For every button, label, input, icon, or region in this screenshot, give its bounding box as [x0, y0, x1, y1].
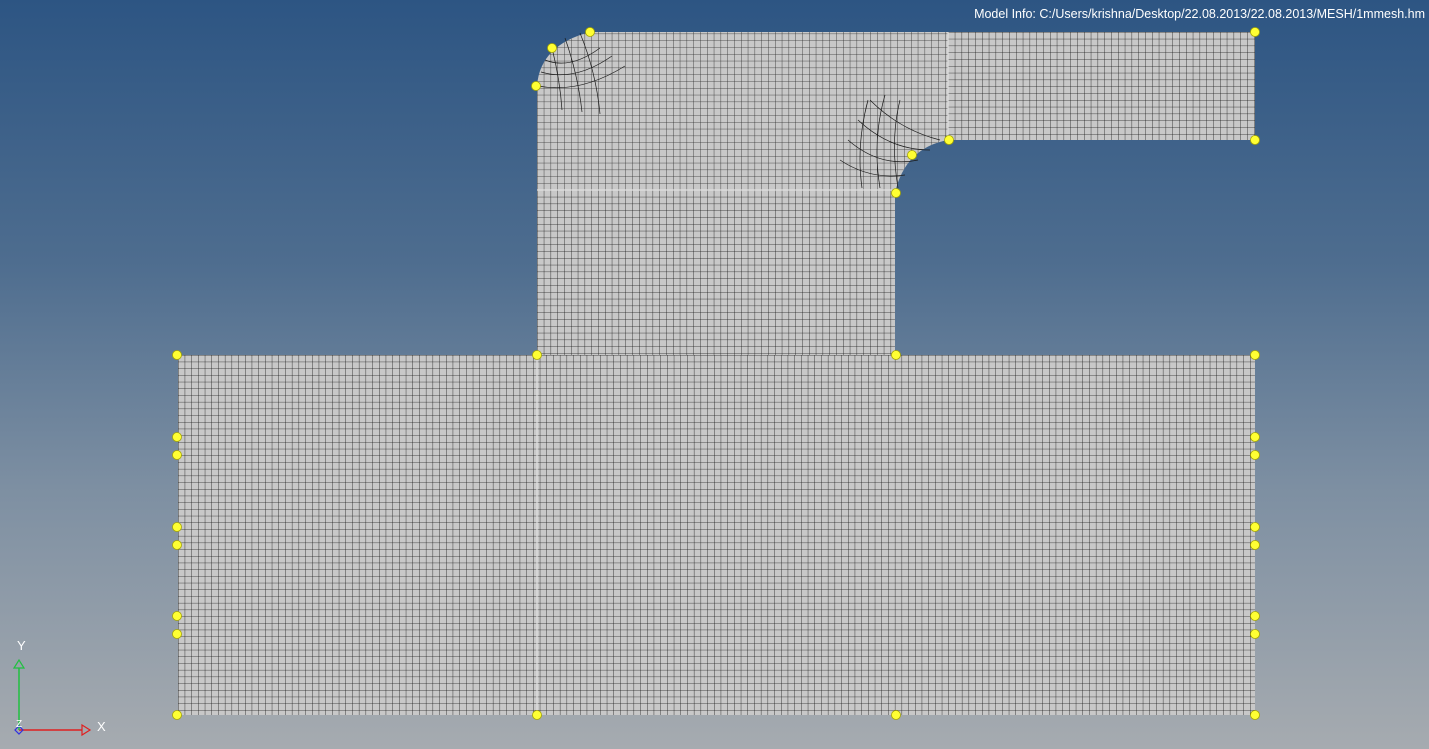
- node-marker[interactable]: [1250, 522, 1260, 532]
- node-marker[interactable]: [944, 135, 954, 145]
- node-marker[interactable]: [1250, 611, 1260, 621]
- transition-grid: [537, 32, 948, 193]
- node-marker[interactable]: [1250, 27, 1260, 37]
- node-marker[interactable]: [1250, 629, 1260, 639]
- node-marker[interactable]: [172, 611, 182, 621]
- z-axis-label: Z: [16, 719, 22, 730]
- node-marker[interactable]: [1250, 540, 1260, 550]
- node-marker[interactable]: [547, 43, 557, 53]
- mesh-component-base[interactable]: [178, 355, 1255, 715]
- node-marker[interactable]: [891, 350, 901, 360]
- node-marker[interactable]: [1250, 350, 1260, 360]
- node-marker[interactable]: [1250, 432, 1260, 442]
- node-marker[interactable]: [891, 710, 901, 720]
- node-marker[interactable]: [532, 350, 542, 360]
- node-marker[interactable]: [172, 450, 182, 460]
- node-marker[interactable]: [172, 540, 182, 550]
- node-marker[interactable]: [1250, 450, 1260, 460]
- model-info-label: Model Info:: [974, 7, 1036, 21]
- base-grid: [178, 355, 1255, 715]
- y-axis-label: Y: [17, 638, 26, 653]
- mesh-component-transition[interactable]: [537, 32, 948, 193]
- node-markers[interactable]: [172, 27, 1260, 720]
- z-axis-marker-icon: [14, 725, 24, 735]
- node-marker[interactable]: [532, 710, 542, 720]
- fillet-mesh-lines: [537, 32, 941, 189]
- column-grid: [537, 190, 895, 355]
- component-seams: [536, 32, 949, 715]
- model-info-text: Model Info: C:/Users/krishna/Desktop/22.…: [974, 7, 1425, 21]
- mesh-component-column[interactable]: [537, 190, 895, 355]
- node-marker[interactable]: [172, 629, 182, 639]
- node-marker[interactable]: [585, 27, 595, 37]
- node-marker[interactable]: [172, 432, 182, 442]
- node-marker[interactable]: [531, 81, 541, 91]
- model-info-path: C:/Users/krishna/Desktop/22.08.2013/22.0…: [1039, 7, 1425, 21]
- node-marker[interactable]: [172, 522, 182, 532]
- arm-grid: [948, 32, 1255, 140]
- node-marker[interactable]: [1250, 135, 1260, 145]
- node-marker[interactable]: [907, 150, 917, 160]
- node-marker[interactable]: [172, 350, 182, 360]
- x-axis-label: X: [97, 719, 106, 734]
- axis-triad: X Y Z: [12, 638, 106, 737]
- mesh-component-arm[interactable]: [948, 32, 1255, 140]
- x-axis-arrow-icon: [81, 723, 92, 737]
- node-marker[interactable]: [172, 710, 182, 720]
- node-marker[interactable]: [891, 188, 901, 198]
- node-marker[interactable]: [1250, 710, 1260, 720]
- y-axis-arrow-icon: [12, 658, 26, 669]
